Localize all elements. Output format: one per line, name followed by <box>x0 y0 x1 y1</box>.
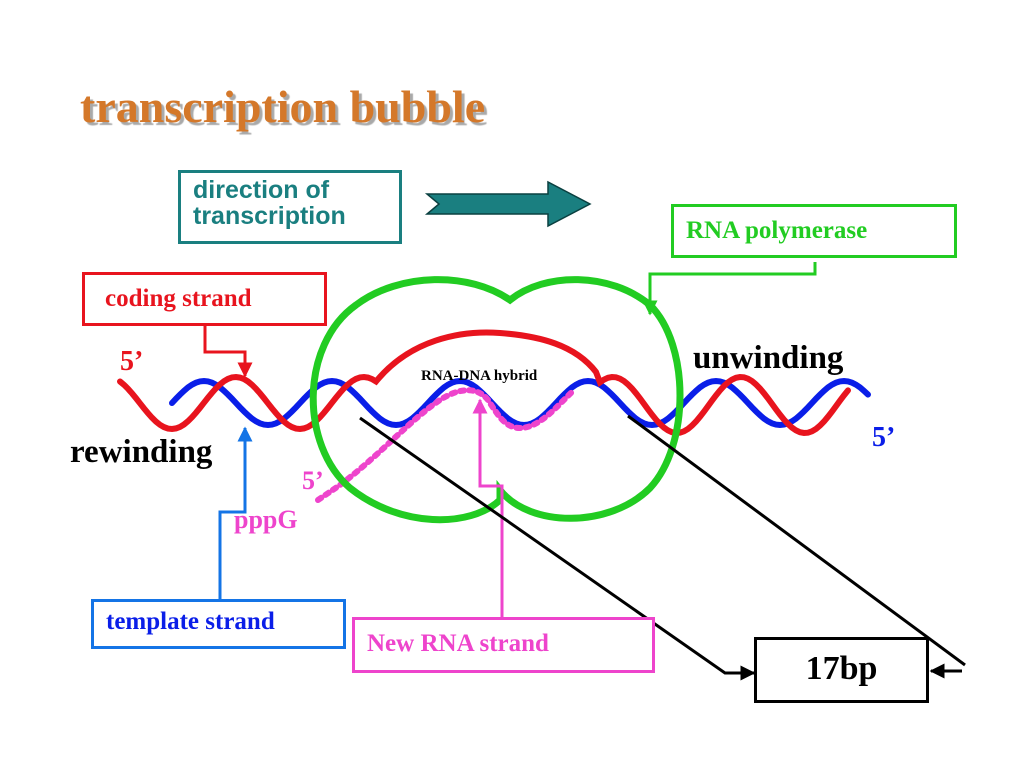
bp-count-label: 17bp <box>754 637 929 703</box>
unwinding-label: unwinding <box>693 340 844 376</box>
rna-five-prime-label: 5’ <box>302 466 324 495</box>
rewinding-label: rewinding <box>70 434 213 470</box>
template-five-prime-label: 5’ <box>872 422 896 453</box>
bp-right-connector <box>627 414 966 667</box>
direction-of-transcription-box: direction of transcription <box>178 170 402 244</box>
new-rna-strand-line <box>315 387 575 503</box>
rna-polymerase-callout <box>642 262 817 316</box>
rna-polymerase-label: RNA polymerase <box>671 204 957 258</box>
template-strand-line <box>169 377 871 429</box>
direction-arrow-icon <box>424 180 592 228</box>
coding-strand-line <box>117 329 851 437</box>
template-strand-callout <box>218 426 253 599</box>
coding-strand-callout <box>203 326 253 378</box>
coding-strand-label: coding strand <box>82 272 327 326</box>
rna-dna-hybrid-label: RNA-DNA hybrid <box>421 368 538 384</box>
coding-five-prime-label: 5’ <box>120 346 144 377</box>
direction-line-1: direction of <box>193 176 330 204</box>
bp-left-connector <box>359 416 756 681</box>
direction-line-2: transcription <box>193 202 346 230</box>
pppg-label: pppG <box>234 505 298 534</box>
new-rna-callout <box>472 398 504 617</box>
template-strand-label: template strand <box>91 599 346 649</box>
page-title: transcription bubble <box>80 81 486 132</box>
polymerase-bubble-icon <box>309 276 684 524</box>
new-rna-strand-label: New RNA strand <box>352 617 655 673</box>
